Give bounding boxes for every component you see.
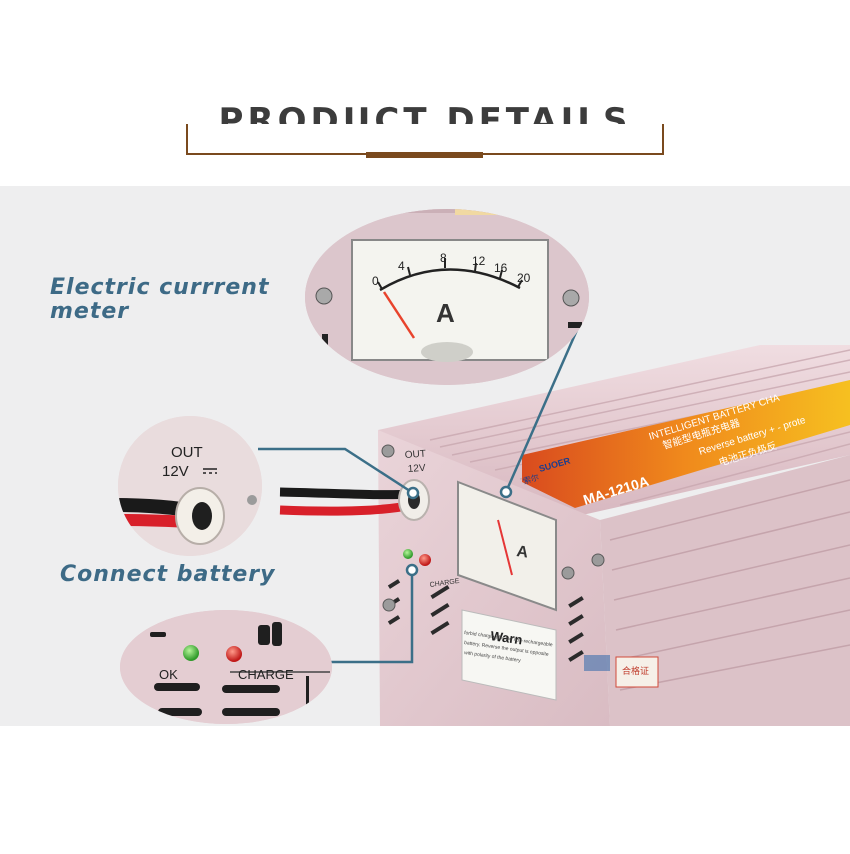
- device-volt-text: 12V: [407, 463, 426, 475]
- meter-scale-16: 16: [494, 261, 508, 275]
- meter-scale-8: 8: [440, 251, 447, 265]
- meter-scale-4: 4: [398, 259, 405, 273]
- ok-label: OK: [159, 667, 178, 682]
- meter-scale-20: 20: [517, 271, 531, 285]
- header-frame: [186, 124, 664, 158]
- led-marker: [405, 563, 419, 577]
- page-title: PRODUCT DETAILS: [218, 104, 632, 124]
- meter-scale-12: 12: [472, 254, 486, 268]
- callout-connect-battery: Connect battery: [60, 562, 276, 587]
- device-cert-text: 合格证: [622, 665, 649, 677]
- charge-label: CHARGE: [238, 667, 294, 682]
- device-meter-unit: A: [515, 543, 529, 562]
- out-port-zoom: OUT 12V: [118, 416, 262, 556]
- device-out-text: OUT: [404, 449, 426, 461]
- device-warn-title: Warn: [490, 628, 524, 647]
- callout-electric-current-meter: Electric currrent meter: [50, 275, 270, 324]
- battery-marker: [406, 486, 420, 500]
- device-charge-text: CHARGE: [429, 578, 460, 589]
- callout-lines: [258, 329, 579, 664]
- device-brand-cn-text: 索尔: [522, 472, 540, 486]
- meter-scale-0: 0: [372, 274, 379, 288]
- led-zoom: OK CHARGE: [120, 610, 332, 724]
- meter-unit-label: A: [436, 298, 455, 328]
- volt-label: 12V: [162, 463, 189, 480]
- charger-device: [279, 345, 850, 726]
- out-label: OUT: [171, 444, 203, 461]
- meter-marker: [499, 485, 513, 499]
